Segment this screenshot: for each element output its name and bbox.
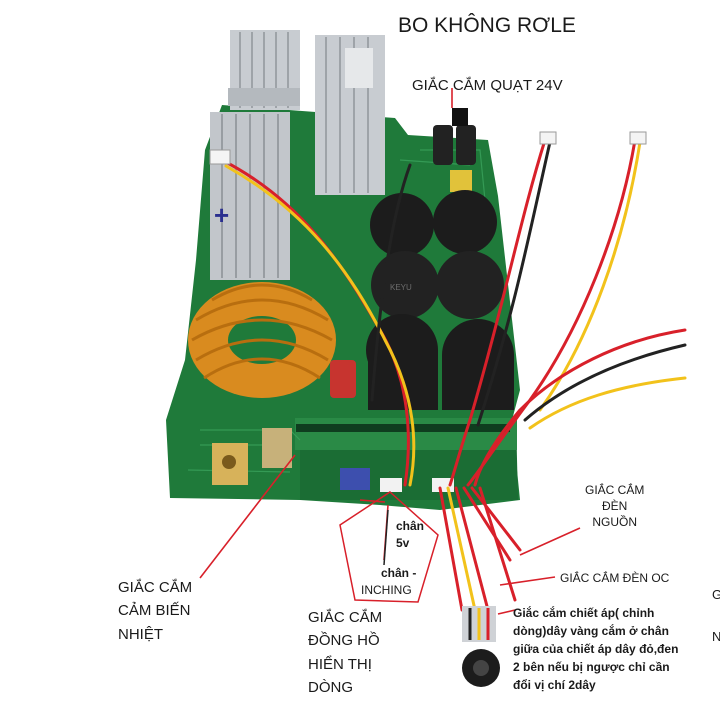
temp-line-2: CẢM BIẾN bbox=[118, 602, 191, 620]
fan-socket-label: GIẮC CẮM QUẠT 24V bbox=[412, 77, 563, 94]
power-led-socket-label: GIẮC CẮM ĐÈN NGUỒN bbox=[585, 482, 644, 531]
ammeter-line-1: GIẮC CẮM bbox=[308, 609, 383, 626]
potentiometer bbox=[462, 606, 500, 687]
ammeter-line-2: ĐỒNG HỒ bbox=[308, 632, 380, 650]
edge-cut-text-1: G bbox=[712, 587, 720, 602]
wires bbox=[209, 108, 687, 612]
red-component bbox=[330, 360, 356, 398]
edge-cut-text-2: N bbox=[712, 629, 720, 644]
heatsink-left-top bbox=[228, 30, 300, 110]
pin-negative-label: chân - bbox=[381, 566, 417, 580]
oc-led-socket-label: GIẮC CẮM ĐÈN OC bbox=[560, 571, 670, 585]
heatsink-center bbox=[315, 35, 385, 195]
toroid-coil bbox=[188, 282, 336, 398]
temp-line-3: NHIỆT bbox=[118, 625, 163, 643]
bottom-connectors bbox=[212, 428, 454, 492]
power-led-line-3: NGUỒN bbox=[592, 515, 637, 530]
board-title: BO KHÔNG RƠLE bbox=[398, 14, 576, 37]
cap-print: KEYU bbox=[390, 283, 412, 292]
small-capacitors bbox=[433, 125, 476, 192]
ammeter-line-3: HIỂN THỊ bbox=[308, 655, 372, 673]
pin-5v-label: chân 5v bbox=[396, 518, 424, 553]
potentiometer-note: Giắc cắm chiết áp( chỉnh dòng)dây vàng c… bbox=[513, 606, 679, 692]
inching-label: INCHING bbox=[361, 583, 412, 597]
pin-5v-line-2: 5v bbox=[396, 536, 410, 551]
pin-5v-line-1: chân bbox=[396, 519, 425, 533]
pin-callout-pentagon bbox=[339, 491, 439, 603]
temp-line-1: GIẮC CẮM bbox=[118, 579, 193, 596]
power-led-line-2: ĐÈN bbox=[602, 499, 628, 514]
ammeter-socket-label: GIẮC CẮM ĐỒNG HỒ HIỂN THỊ DÒNG bbox=[308, 606, 382, 699]
ammeter-line-4: DÒNG bbox=[308, 678, 353, 696]
plus-mark: + bbox=[214, 200, 229, 230]
electrolytic-capacitors: KEYU bbox=[366, 190, 514, 410]
power-led-line-1: GIẮC CẮM bbox=[585, 483, 645, 497]
temp-sensor-socket-label: GIẮC CẮM CẢM BIẾN NHIỆT bbox=[118, 576, 192, 646]
